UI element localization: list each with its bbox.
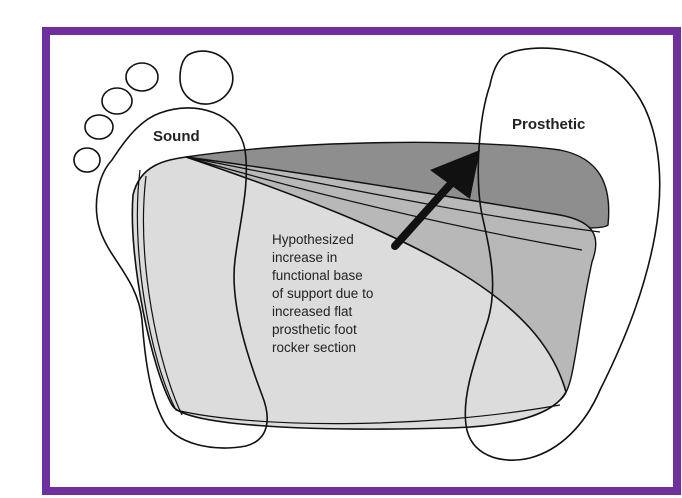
annotation-line-3: functional base	[272, 268, 363, 283]
annotation-line-7: rocker section	[272, 340, 356, 355]
annotation-line-5: increased flat	[272, 304, 353, 319]
sound-label: Sound	[153, 128, 200, 145]
prosthetic-label: Prosthetic	[512, 116, 585, 133]
sound-foot-toe-4	[85, 115, 113, 139]
sound-foot-toe-2	[126, 63, 158, 91]
annotation-line-2: increase in	[272, 250, 337, 265]
annotation-line-6: prosthetic foot	[272, 322, 357, 337]
sound-foot-toe-5	[74, 148, 100, 172]
annotation-line-4: of support due to	[272, 286, 373, 301]
sound-foot-toe-big	[180, 51, 233, 104]
annotation-line-1: Hypothesized	[272, 232, 354, 247]
sound-foot-toe-3	[102, 88, 132, 114]
